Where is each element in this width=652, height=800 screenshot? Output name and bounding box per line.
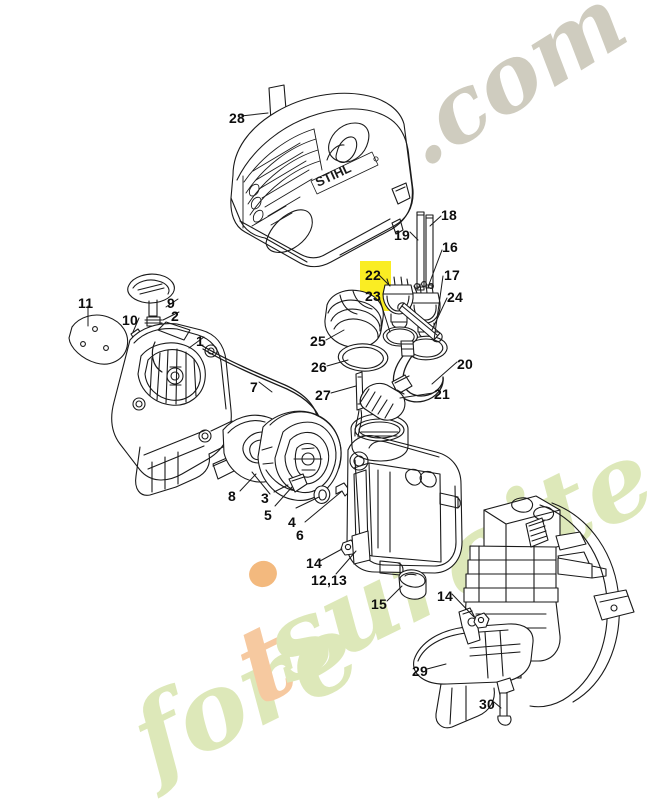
callout-3: 3 bbox=[261, 490, 269, 506]
part-7-rope bbox=[151, 341, 322, 428]
part-6-clip bbox=[335, 482, 351, 497]
part-25-fuel-cap bbox=[324, 289, 384, 349]
callout-7: 7 bbox=[250, 379, 258, 395]
callout-14-right: 14 bbox=[437, 588, 453, 604]
part-29-shield bbox=[413, 607, 534, 729]
callout-20: 20 bbox=[457, 356, 473, 372]
part-5-key bbox=[288, 473, 308, 493]
part-19-tube bbox=[416, 211, 425, 291]
part-26-gasket bbox=[337, 343, 389, 372]
part-12-13-bracket bbox=[351, 530, 371, 565]
callout-5: 5 bbox=[264, 507, 272, 523]
part-30-screw bbox=[497, 692, 512, 726]
callout-12-13: 12,13 bbox=[311, 572, 348, 588]
leader-lines bbox=[87, 112, 502, 709]
callout-30: 30 bbox=[479, 696, 495, 712]
callout-17: 17 bbox=[444, 267, 460, 283]
callout-21: 21 bbox=[434, 386, 450, 402]
callout-1: 1 bbox=[196, 333, 204, 349]
callout-16: 16 bbox=[442, 239, 458, 255]
callout-6: 6 bbox=[296, 527, 304, 543]
callout-26: 26 bbox=[311, 359, 327, 375]
part-21-filter bbox=[359, 382, 406, 421]
callout-18: 18 bbox=[441, 207, 457, 223]
part-4-washer bbox=[313, 485, 331, 504]
part-22-elbow bbox=[382, 276, 414, 329]
fuel-tank bbox=[346, 413, 463, 576]
callout-9: 9 bbox=[167, 295, 175, 311]
callout-4: 4 bbox=[288, 514, 296, 530]
callout-19: 19 bbox=[394, 227, 410, 243]
part-9-handle bbox=[127, 273, 175, 317]
part-1-starter-housing bbox=[111, 321, 241, 496]
engine-shroud: STIHL bbox=[230, 92, 414, 268]
part-14-nut-right bbox=[473, 612, 490, 629]
callout-14-left: 14 bbox=[306, 555, 322, 571]
callout-15: 15 bbox=[371, 596, 387, 612]
part-20-hose bbox=[391, 340, 444, 403]
callout-8: 8 bbox=[228, 488, 236, 504]
callout-23: 23 bbox=[365, 288, 381, 304]
callout-29: 29 bbox=[412, 663, 428, 679]
callout-25: 25 bbox=[310, 333, 326, 349]
callout-22: 22 bbox=[365, 267, 381, 283]
callout-10: 10 bbox=[122, 312, 138, 328]
callout-2: 2 bbox=[171, 308, 179, 324]
callout-24: 24 bbox=[447, 289, 463, 305]
callout-11: 11 bbox=[78, 295, 94, 311]
callout-27: 27 bbox=[315, 387, 331, 403]
part-8-flywheel bbox=[257, 410, 342, 501]
callout-28: 28 bbox=[229, 110, 245, 126]
part-11-plate bbox=[68, 314, 129, 365]
part-15-bushing bbox=[398, 569, 427, 600]
